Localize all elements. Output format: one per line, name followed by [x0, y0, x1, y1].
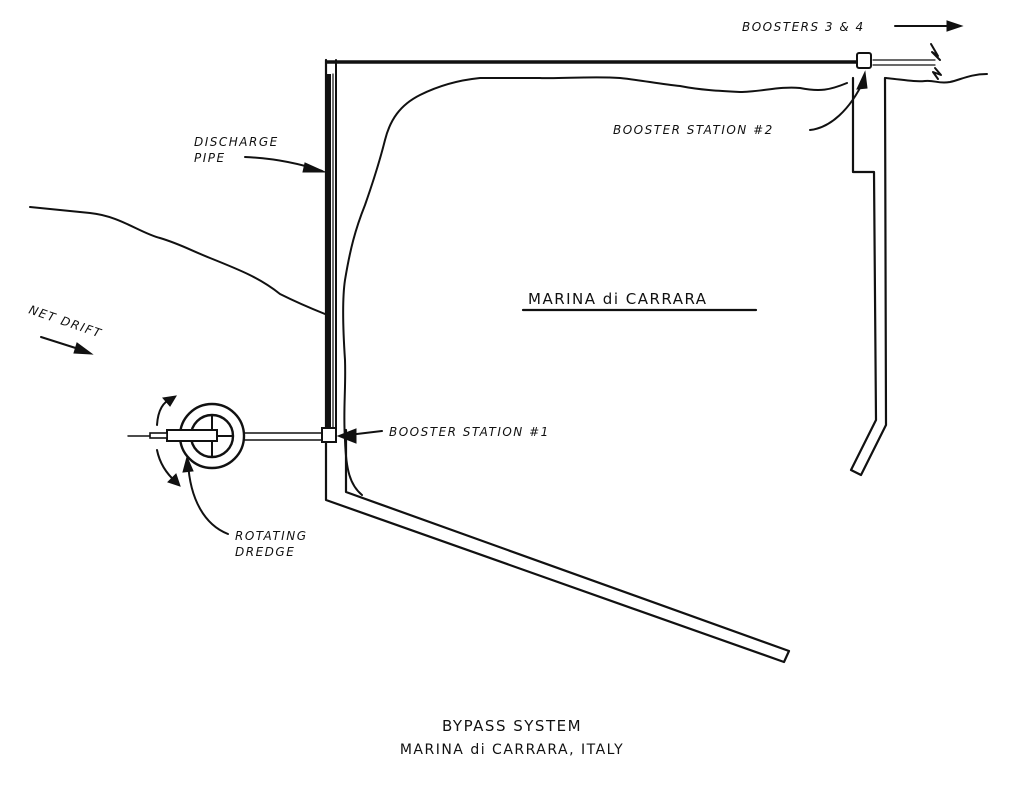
- updrift-shoreline: [29, 206, 326, 315]
- marina-interior-shoreline: [342, 76, 848, 496]
- rotating-dredge-label-line2: DREDGE: [235, 545, 295, 559]
- discharge-pipe-vertical: [325, 74, 331, 428]
- rotating-dredge-leader: [187, 461, 229, 535]
- booster-station-1-box: [321, 427, 337, 443]
- western-breakwater: [324, 58, 791, 664]
- rotating-dredge-label-line1: ROTATING: [235, 529, 308, 543]
- net-drift-label: NET DRIFT: [27, 303, 104, 341]
- booster-station-2-arrowhead: [856, 70, 868, 90]
- pipe-break-symbol: [930, 43, 942, 80]
- diagram-subtitle: MARINA di CARRARA, ITALY: [400, 742, 624, 758]
- rotating-dredge: [127, 402, 246, 470]
- diagram-title: BYPASS SYSTEM: [442, 717, 582, 735]
- booster-station-1-label: BOOSTER STATION #1: [389, 425, 550, 439]
- boosters-3-4-label: BOOSTERS 3 & 4: [742, 20, 865, 34]
- downdrift-shoreline: [885, 73, 988, 84]
- discharge-pipe-arrowhead: [302, 162, 326, 173]
- discharge-pipe-label-line1: DISCHARGE: [194, 135, 279, 149]
- discharge-pipe-label-line2: PIPE: [194, 151, 226, 165]
- boosters-3-4-arrow-head: [946, 20, 964, 32]
- marina-name-label: MARINA di CARRARA: [528, 290, 708, 308]
- booster-station-2-label: BOOSTER STATION #2: [613, 123, 774, 137]
- rotation-arrow-lower-head: [167, 473, 181, 487]
- rotation-arrow-upper-head: [162, 395, 177, 407]
- booster-station-1-arrowhead: [336, 428, 357, 444]
- rotating-dredge-arrowhead: [182, 455, 194, 473]
- dredge-cutter-arm: [166, 429, 218, 442]
- booster-station-2-box: [856, 52, 872, 69]
- net-drift-arrow-head: [73, 342, 94, 355]
- eastern-mole: [849, 76, 888, 477]
